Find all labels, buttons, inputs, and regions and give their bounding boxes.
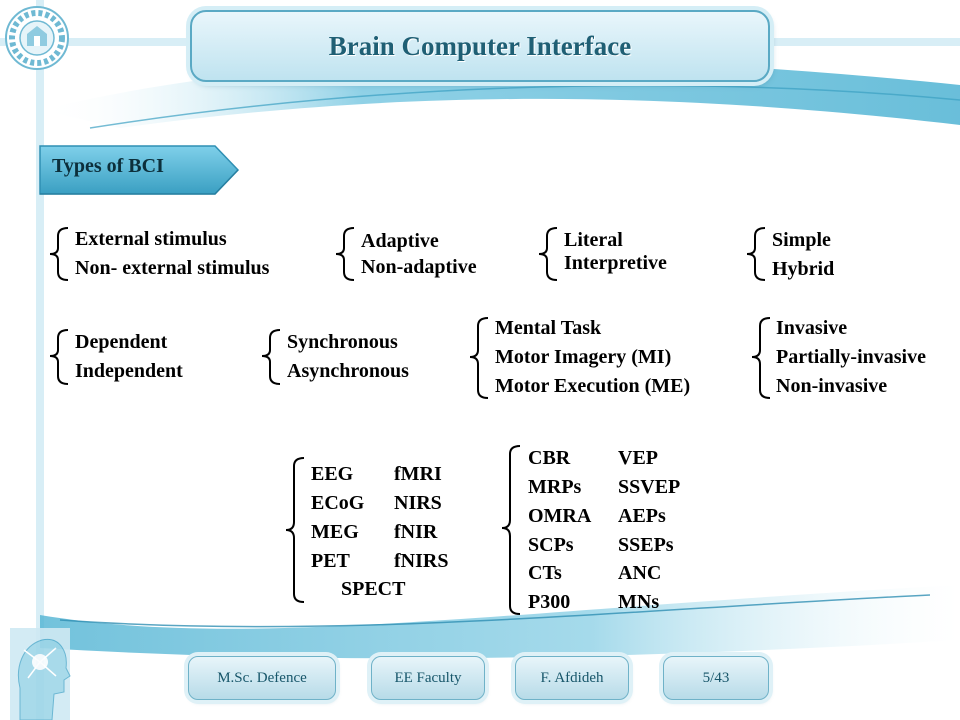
head-network-icon xyxy=(10,628,71,720)
item-asynchronous: Asynchronous xyxy=(287,360,409,382)
item-motor-execution: Motor Execution (ME) xyxy=(495,375,691,397)
item-mns: MNs xyxy=(618,591,660,613)
item-aeps: AEPs xyxy=(618,505,666,527)
item-independent: Independent xyxy=(75,360,183,382)
item-eeg: EEG xyxy=(311,463,354,485)
item-external-stimulus: External stimulus xyxy=(75,228,227,250)
item-pet: PET xyxy=(311,550,350,572)
footer-faculty: EE Faculty xyxy=(371,656,485,700)
item-anc: ANC xyxy=(618,562,662,584)
section-label: Types of BCI xyxy=(52,155,164,177)
item-fnir: fNIR xyxy=(394,521,438,543)
item-cbr: CBR xyxy=(528,447,571,469)
footer-page-number: 5/43 xyxy=(663,656,769,700)
item-interpretive: Interpretive xyxy=(564,252,667,274)
item-fmri: fMRI xyxy=(394,463,442,485)
item-ssvep: SSVEP xyxy=(618,476,681,498)
item-motor-imagery: Motor Imagery (MI) xyxy=(495,346,672,368)
item-omra: OMRA xyxy=(528,505,592,527)
item-meg: MEG xyxy=(311,521,359,543)
item-spect: SPECT xyxy=(341,578,406,600)
item-ecog: ECoG xyxy=(311,492,365,514)
university-logo-icon xyxy=(5,6,69,70)
item-partially-invasive: Partially-invasive xyxy=(776,346,926,368)
item-nirs: NIRS xyxy=(394,492,442,514)
item-adaptive: Adaptive xyxy=(361,230,439,252)
item-cts: CTs xyxy=(528,562,562,584)
item-invasive: Invasive xyxy=(776,317,848,339)
item-simple: Simple xyxy=(772,229,831,251)
section-arrow-shape xyxy=(39,145,240,195)
footer-author: F. Afdideh xyxy=(515,656,629,700)
item-mrps: MRPs xyxy=(528,476,582,498)
item-non-invasive: Non-invasive xyxy=(776,375,888,397)
item-p300: P300 xyxy=(528,591,571,613)
item-synchronous: Synchronous xyxy=(287,331,398,353)
slide-title: Brain Computer Interface xyxy=(328,30,632,61)
item-literal: Literal xyxy=(564,229,623,251)
item-dependent: Dependent xyxy=(75,331,168,353)
item-vep: VEP xyxy=(618,447,658,469)
item-scps: SCPs xyxy=(528,534,574,556)
item-fnirs: fNIRS xyxy=(394,550,449,572)
item-sseps: SSEPs xyxy=(618,534,674,556)
bottom-swoosh xyxy=(40,585,960,659)
title-box xyxy=(190,10,770,82)
item-non-external-stimulus: Non- external stimulus xyxy=(75,257,270,279)
footer-event: M.Sc. Defence xyxy=(188,656,336,700)
item-mental-task: Mental Task xyxy=(495,317,602,339)
item-hybrid: Hybrid xyxy=(772,258,835,280)
item-non-adaptive: Non-adaptive xyxy=(361,256,477,278)
left-rail xyxy=(36,0,44,720)
